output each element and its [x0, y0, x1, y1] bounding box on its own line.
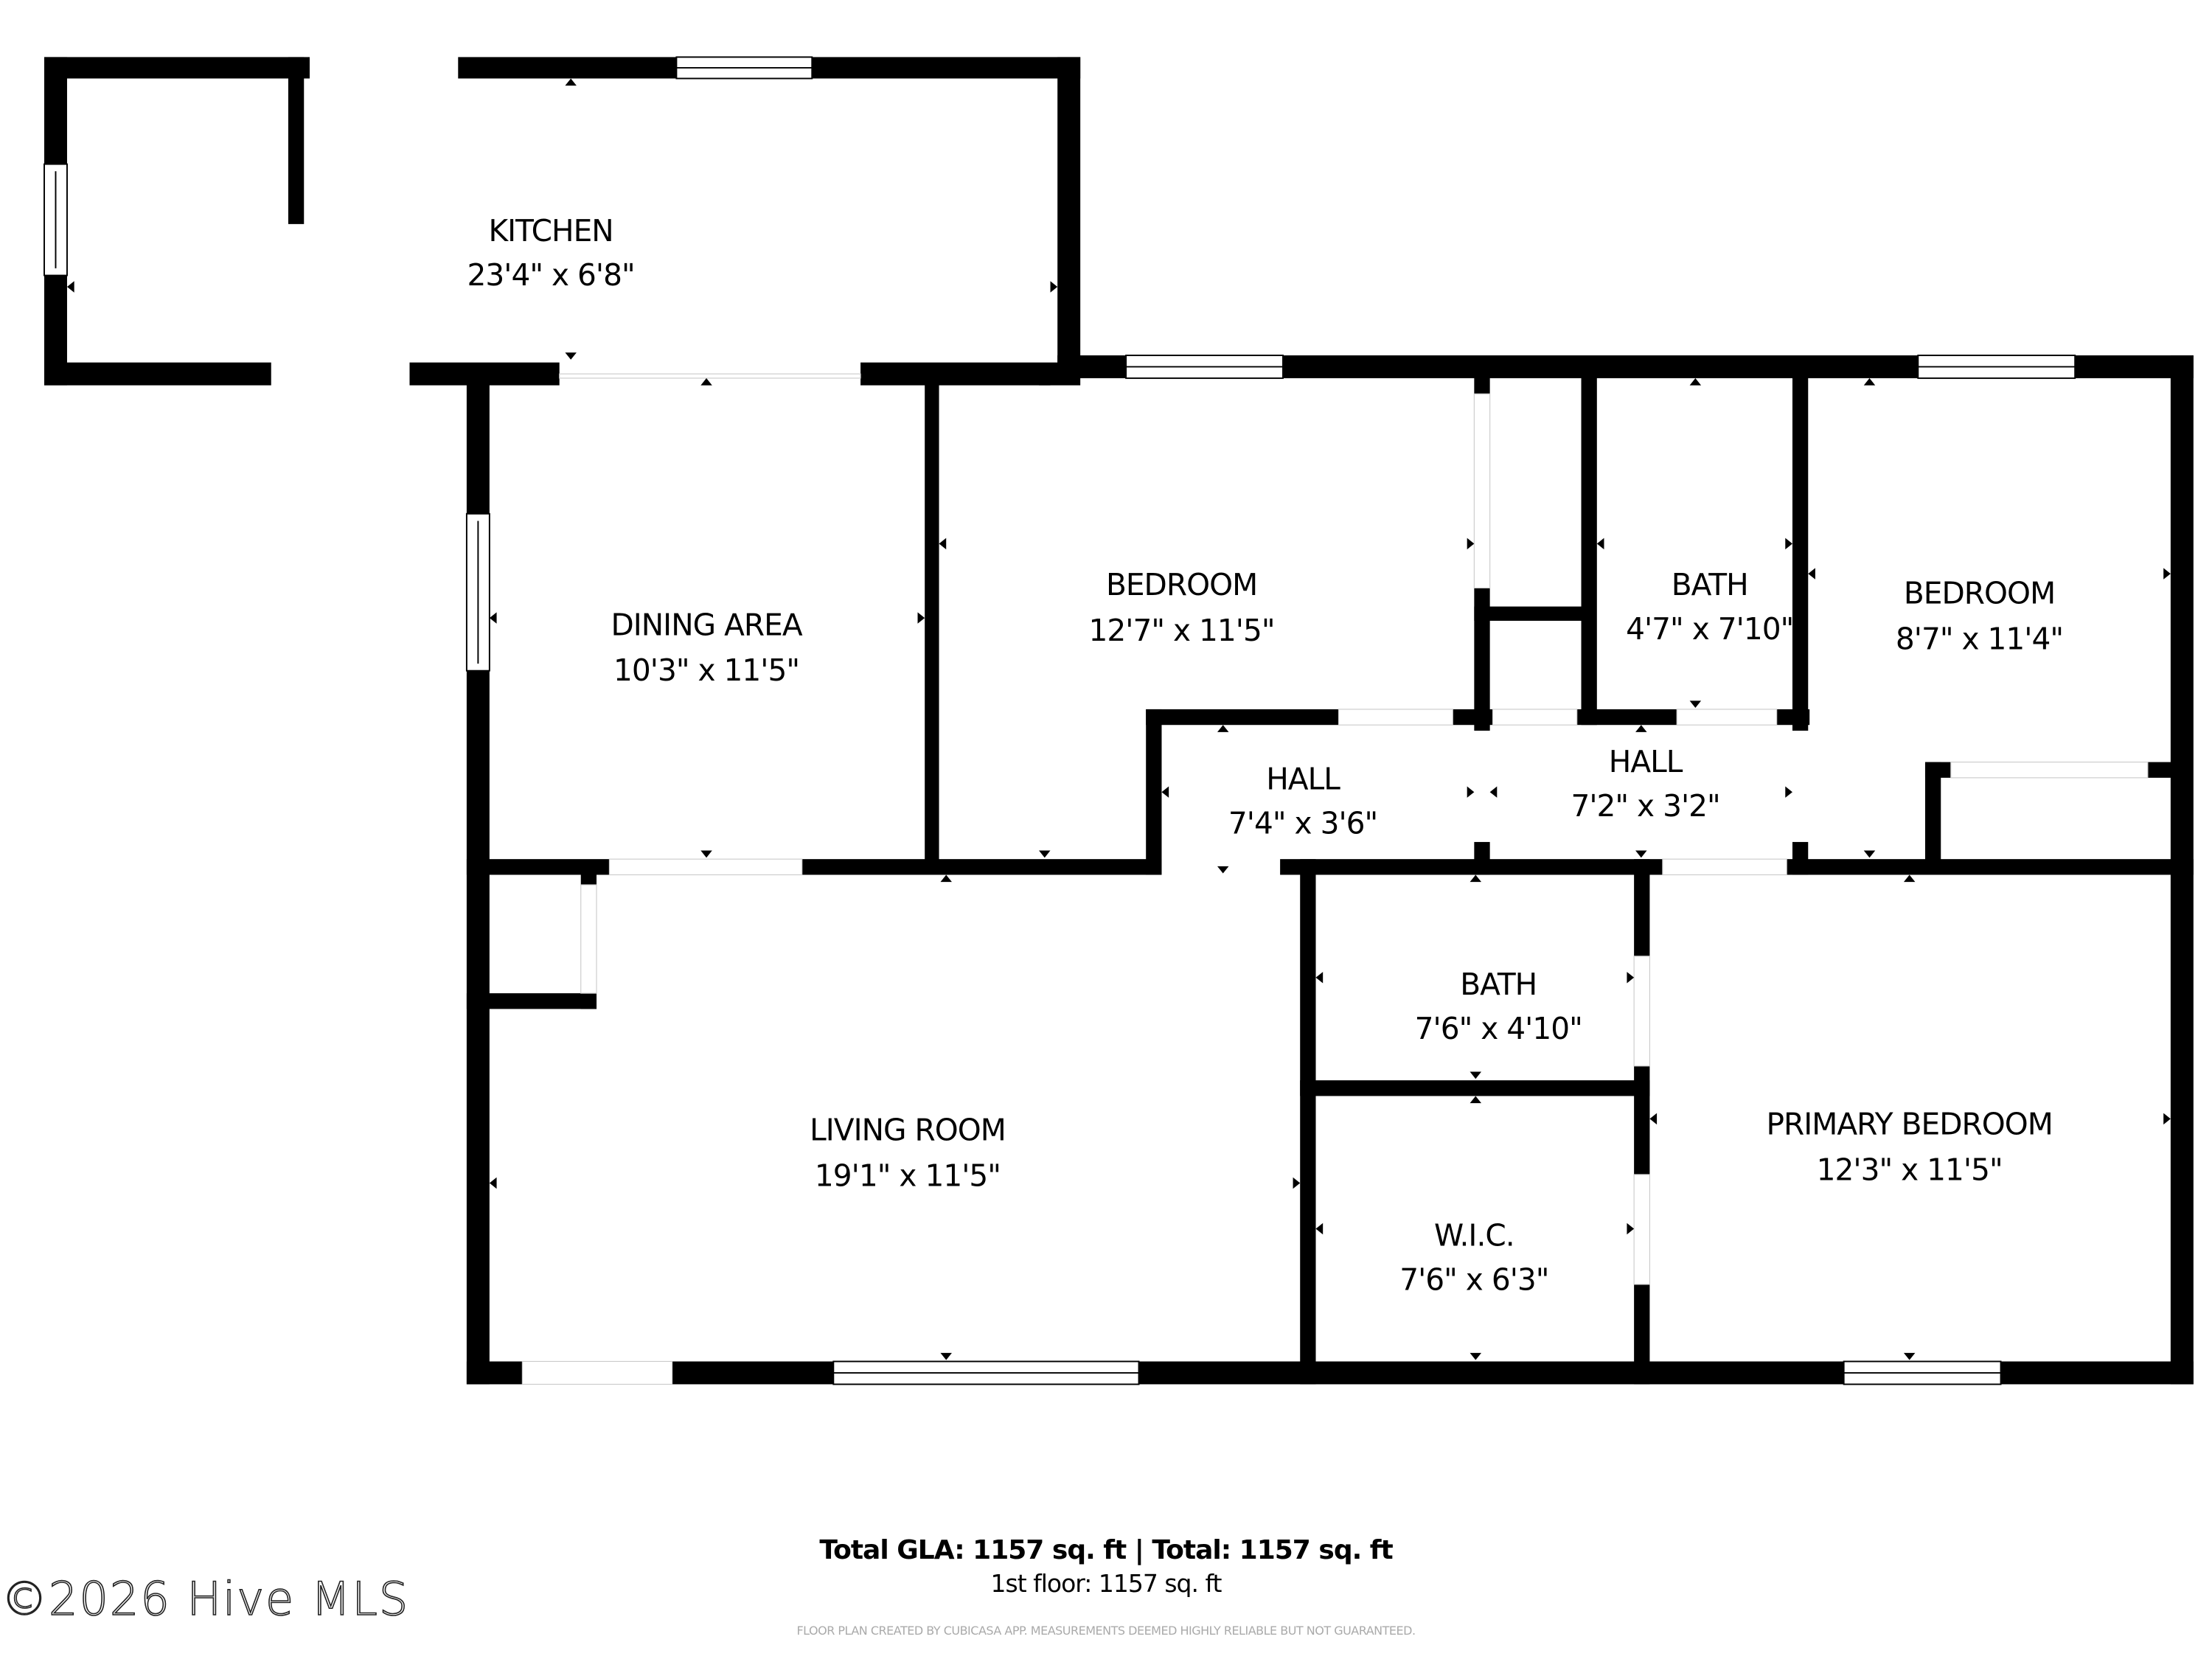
room-name: BATH	[1672, 567, 1748, 602]
room-dimensions: 12'7" x 11'5"	[1089, 613, 1275, 648]
room-name: KITCHEN	[488, 213, 613, 248]
room-bedroom: BEDROOM 12'7" x 11'5"	[1089, 567, 1276, 648]
room-primary-bedroom: PRIMARY BEDROOM 12'3" x 11'5"	[1766, 1107, 2053, 1188]
room-name: W.I.C.	[1434, 1218, 1514, 1253]
windows	[44, 56, 2076, 1385]
total-area-summary: Total GLA: 1157 sq. ft | Total: 1157 sq.…	[819, 1535, 1393, 1565]
room-name: DINING AREA	[611, 607, 802, 642]
measurement-markers	[66, 78, 2171, 1360]
room-dimensions: 7'6" x 4'10"	[1415, 1011, 1582, 1046]
room-living-room: LIVING ROOM 19'1" x 11'5"	[810, 1112, 1006, 1193]
room-dimensions: 4'7" x 7'10"	[1626, 611, 1793, 647]
room-name: BATH	[1460, 967, 1537, 1002]
room-hall: HALL 7'4" x 3'6"	[1228, 761, 1378, 841]
room-bath-2: BATH 7'6" x 4'10"	[1415, 967, 1583, 1046]
disclaimer-text: FLOOR PLAN CREATED BY CUBICASA APP. MEAS…	[796, 1624, 1416, 1638]
room-bedroom-2: BEDROOM 8'7" x 11'4"	[1896, 576, 2064, 657]
room-dimensions: 7'6" x 6'3"	[1399, 1262, 1548, 1298]
room-dining-area: DINING AREA 10'3" x 11'5"	[611, 607, 803, 688]
room-name: PRIMARY BEDROOM	[1766, 1107, 2052, 1142]
room-dimensions: 10'3" x 11'5"	[613, 653, 799, 688]
room-bath: BATH 4'7" x 7'10"	[1626, 567, 1794, 647]
room-dimensions: 19'1" x 11'5"	[815, 1158, 1001, 1193]
room-name: BEDROOM	[1904, 576, 2055, 611]
watermark: ©2026 Hive MLS	[1, 1571, 410, 1627]
room-dimensions: 7'2" x 3'2"	[1571, 788, 1719, 824]
room-dimensions: 23'4" x 6'8"	[467, 257, 634, 293]
room-name: HALL	[1609, 744, 1683, 779]
room-dimensions: 7'4" x 3'6"	[1228, 805, 1377, 841]
room-wic: W.I.C. 7'6" x 6'3"	[1399, 1218, 1549, 1298]
room-name: HALL	[1266, 761, 1340, 796]
room-kitchen: KITCHEN 23'4" x 6'8"	[467, 213, 635, 293]
floor-area-summary: 1st floor: 1157 sq. ft	[990, 1569, 1222, 1598]
room-name: LIVING ROOM	[810, 1112, 1006, 1147]
room-dimensions: 8'7" x 11'4"	[1896, 622, 2063, 657]
room-dimensions: 12'3" x 11'5"	[1817, 1152, 2003, 1188]
room-name: BEDROOM	[1106, 567, 1257, 602]
door-openings	[521, 373, 2149, 1385]
room-hall-2: HALL 7'2" x 3'2"	[1571, 744, 1720, 824]
